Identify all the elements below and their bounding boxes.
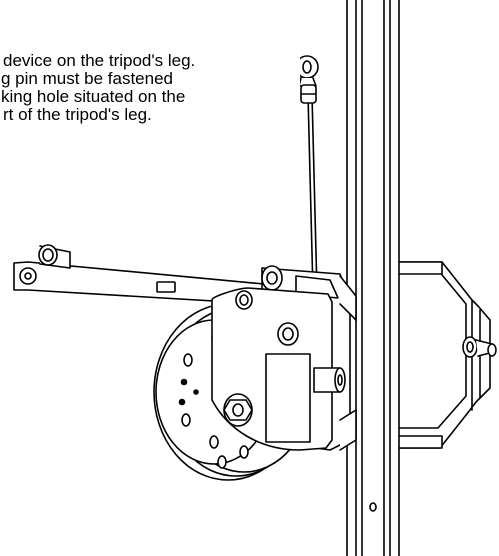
clamp-knob (462, 336, 497, 358)
locking-hole (369, 502, 377, 512)
caption-line: g pin must be fastened (1, 70, 300, 88)
handle-grip (38, 244, 71, 269)
side-shaft (313, 367, 346, 393)
caption-line: device on the tripod's leg. (3, 52, 300, 70)
caption-line: king hole situated on the (1, 88, 300, 106)
tripod-leg (346, 0, 400, 556)
caption-line: rt of the tripod's leg. (3, 106, 300, 124)
instruction-caption: device on the tripod's leg. g pin must b… (0, 52, 300, 124)
mounting-plate (211, 287, 333, 451)
crank-handle (13, 244, 265, 305)
cable-eye-shackle (295, 55, 319, 104)
leg-clamp-bracket (397, 261, 497, 449)
cable (307, 94, 318, 293)
axle-bolt (223, 393, 253, 427)
